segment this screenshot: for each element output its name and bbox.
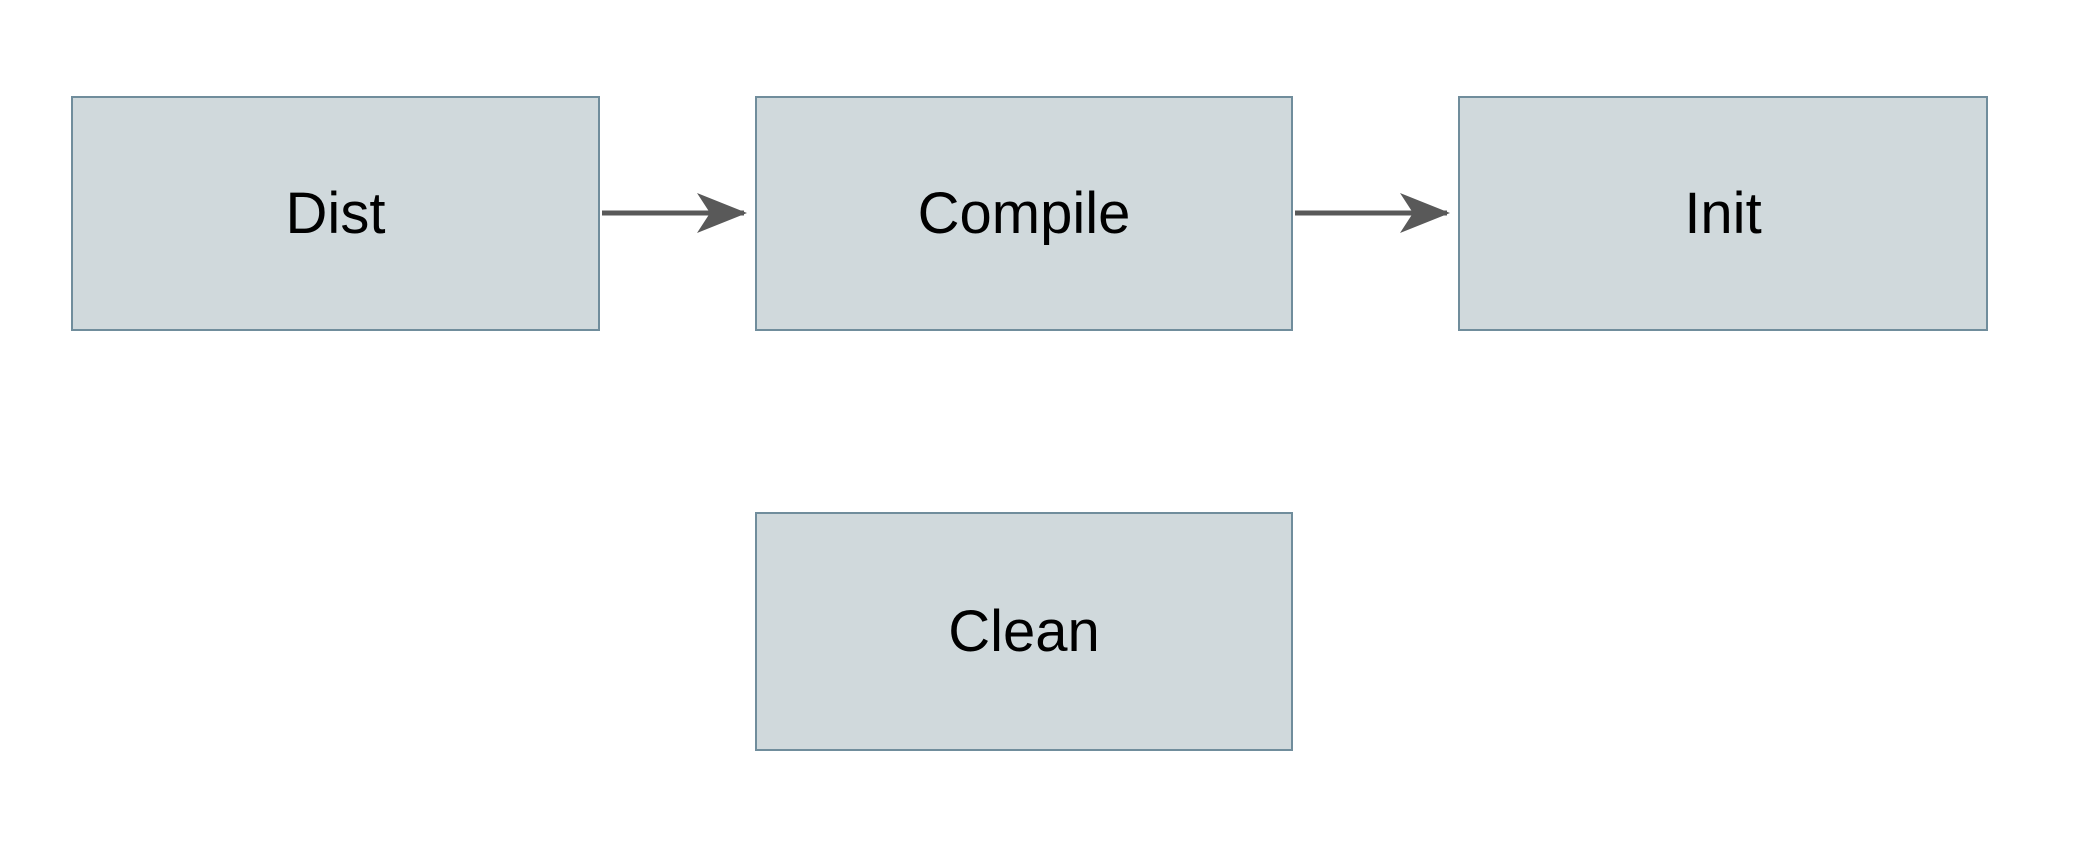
edge-compile-to-init-hitarea[interactable] <box>1295 193 1457 233</box>
edge-dist-to-compile-hitarea[interactable] <box>602 193 754 233</box>
node-clean-label: Clean <box>948 598 1100 664</box>
node-dist[interactable]: Dist <box>71 96 600 331</box>
node-clean[interactable]: Clean <box>755 512 1293 751</box>
node-init[interactable]: Init <box>1458 96 1988 331</box>
node-init-label: Init <box>1684 180 1762 246</box>
node-compile-label: Compile <box>917 180 1131 246</box>
node-compile[interactable]: Compile <box>755 96 1293 331</box>
node-dist-label: Dist <box>285 180 386 246</box>
